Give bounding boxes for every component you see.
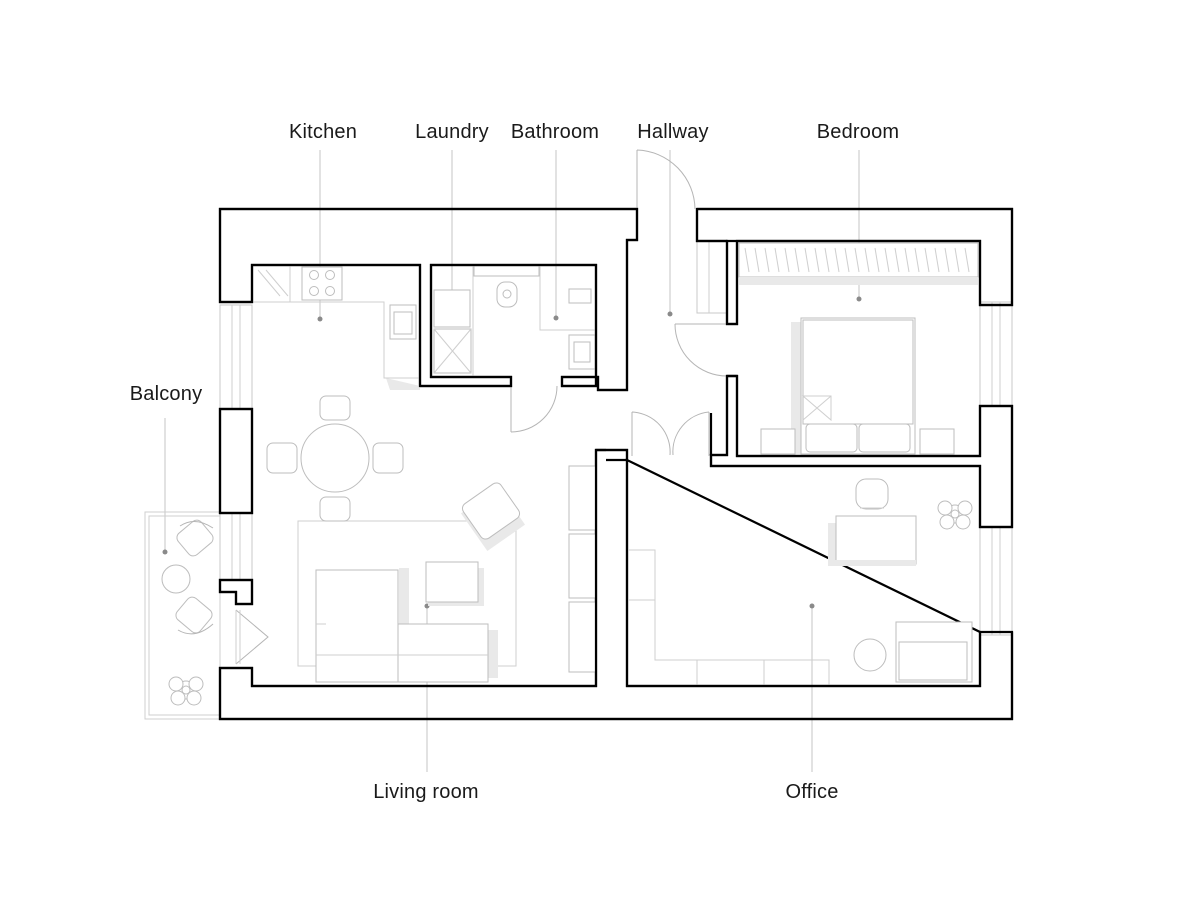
ottoman: [425, 561, 484, 606]
bathtub-edge: [473, 265, 540, 277]
side-table: [853, 638, 887, 672]
doors: [510, 149, 728, 456]
balcony-area: [144, 511, 269, 720]
bidet-icon: [568, 288, 592, 304]
pillow: [858, 423, 911, 453]
laundry-fixtures: [433, 265, 474, 377]
label-balcony: Balcony: [130, 383, 203, 405]
armchair: [460, 482, 526, 552]
bathroom-door: [510, 385, 558, 433]
living-room-furniture: [266, 395, 597, 683]
bedroom-furniture: [738, 242, 979, 455]
office-furniture: [629, 478, 973, 686]
label-laundry: Laundry: [415, 121, 489, 143]
office-door-left: [631, 411, 671, 456]
sofa: [315, 568, 498, 683]
bedroom-door: [674, 323, 728, 377]
walls-overlay: [218, 207, 1014, 721]
balcony-chair: [175, 596, 214, 635]
desk: [828, 515, 917, 566]
label-hallway: Hallway: [637, 121, 708, 143]
nightstand: [919, 428, 955, 455]
dining-table: [266, 395, 404, 522]
bookshelf: [568, 465, 597, 673]
nightstand: [760, 428, 796, 455]
balcony-chair: [176, 519, 214, 557]
kitchen-counter: [252, 265, 420, 390]
office-armchair: [895, 621, 973, 683]
office-chair: [855, 478, 889, 510]
label-bathroom: Bathroom: [511, 121, 599, 143]
plant-icon: [937, 500, 973, 530]
plant-icon: [168, 676, 204, 706]
pillow: [805, 423, 858, 453]
stove-icon: [301, 266, 343, 301]
toilet-icon: [496, 281, 518, 308]
label-office: Office: [785, 781, 838, 803]
label-bedroom: Bedroom: [817, 121, 900, 143]
entrance-door: [636, 149, 696, 210]
bed: [791, 317, 916, 455]
balcony-door: [235, 609, 269, 665]
office-shelving: [629, 549, 830, 686]
balcony-table: [161, 564, 191, 594]
bathroom-fixtures: [473, 265, 596, 370]
office-door-right: [672, 411, 710, 456]
fridge-icon: [257, 269, 289, 297]
sink-icon: [389, 304, 417, 340]
label-living-room: Living room: [373, 781, 479, 803]
label-kitchen: Kitchen: [289, 121, 357, 143]
room-labels: Kitchen Laundry Bathroom Hallway Bedroom…: [130, 121, 900, 803]
